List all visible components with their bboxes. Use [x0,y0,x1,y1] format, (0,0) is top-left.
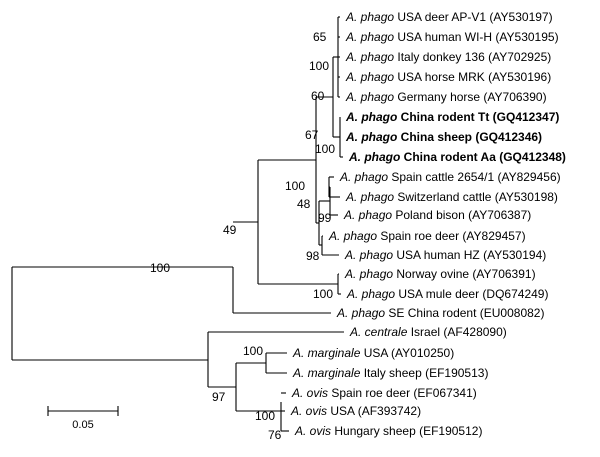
leaf-label-17: A. centrale Israel (AF428090) [349,325,507,339]
leaf-strain-accession: Italy donkey 136 (AY702925) [394,50,551,64]
leaf-strain-accession: USA (AF393742) [327,404,421,418]
leaf-strain-accession: Spain cattle 2654/1 (AY829456) [388,170,561,184]
leaf-strain-accession: USA deer AP-V1 (AY530197) [394,10,553,24]
leaf-species-name: A. phago [345,10,394,24]
leaf-species-name: A. ovis [294,424,331,438]
bootstrap-value: 97 [212,390,226,404]
leaf-label-12: A. phago Spain roe deer (AY829457) [328,229,526,243]
leaf-species-name: A. marginale [292,346,361,360]
leaf-species-name: A. centrale [349,325,408,339]
leaf-strain-accession: Spain roe deer (EF067341) [328,386,477,400]
leaf-label-5: A. phago Germany horse (AY706390) [345,90,547,104]
leaf-species-name: A. phago [345,90,394,104]
leaf-species-name: A. phago [348,150,400,164]
leaf-strain-accession: Germany horse (AY706390) [394,90,547,104]
leaf-species-name: A. phago [339,170,388,184]
leaf-species-name: A. ovis [291,386,328,400]
leaf-label-8: A. phago China rodent Aa (GQ412348) [348,150,566,164]
leaf-label-4: A. phago USA horse MRK (AY530196) [345,70,551,84]
bootstrap-value: 100 [255,409,275,423]
leaf-label-13: A. phago USA human HZ (AY530194) [344,248,546,262]
leaf-label-6: A. phago China rodent Tt (GQ412347) [345,110,559,124]
leaf-strain-accession: Italy sheep (EF190513) [360,366,488,380]
bootstrap-value: 100 [309,59,329,73]
scale-bar-label: 0.05 [72,419,93,431]
leaf-species-name: A. phago [345,190,394,204]
leaf-label-22: A. ovis Hungary sheep (EF190512) [294,424,482,438]
scale-bar: 0.05 [47,406,119,431]
leaf-strain-accession: USA mule deer (DQ674249) [395,287,548,301]
leaf-strain-accession: Israel (AF428090) [407,325,506,339]
leaf-label-16: A. phago SE China rodent (EU008082) [336,306,544,320]
leaf-species-name: A. phago [345,110,397,124]
leaf-label-10: A. phago Switzerland cattle (AY530198) [345,190,558,204]
leaf-strain-accession: Hungary sheep (EF190512) [331,424,482,438]
leaf-species-name: A. phago [336,306,385,320]
bootstrap-value: 100 [243,344,263,358]
leaf-strain-accession: SE China rodent (EU008082) [385,306,544,320]
bootstrap-value: 67 [305,128,319,142]
leaf-strain-accession: USA (AY010250) [360,346,454,360]
bootstrap-value: 60 [311,89,325,103]
leaf-species-name: A. phago [345,30,394,44]
leaf-strain-accession: USA human WI-H (AY530195) [394,30,559,44]
bootstrap-value: 100 [150,261,170,275]
leaf-label-15: A. phago USA mule deer (DQ674249) [346,287,548,301]
leaf-label-19: A. marginale Italy sheep (EF190513) [292,366,488,380]
leaf-species-name: A. phago [345,130,397,144]
bootstrap-value: 65 [313,30,327,44]
leaf-species-name: A. phago [345,50,394,64]
leaf-label-3: A. phago Italy donkey 136 (AY702925) [345,50,551,64]
leaf-species-name: A. phago [328,229,377,243]
leaf-label-1: A. phago USA deer AP-V1 (AY530197) [345,10,553,24]
leaf-label-20: A. ovis Spain roe deer (EF067341) [291,386,477,400]
leaf-label-7: A. phago China sheep (GQ412346) [345,130,542,144]
leaf-label-21: A. ovis USA (AF393742) [290,404,421,418]
bootstrap-value: 100 [315,142,335,156]
bootstrap-value: 100 [285,179,305,193]
leaf-strain-accession: Switzerland cattle (AY530198) [394,190,558,204]
tree-branches [11,16,344,432]
bootstrap-value: 76 [268,428,282,442]
leaf-species-name: A. ovis [290,404,327,418]
leaf-labels: A. phago USA deer AP-V1 (AY530197)A. pha… [290,10,566,438]
leaf-species-name: A. phago [346,287,395,301]
bootstrap-value: 48 [297,197,311,211]
leaf-label-2: A. phago USA human WI-H (AY530195) [345,30,559,44]
leaf-strain-accession: USA horse MRK (AY530196) [394,70,551,84]
leaf-species-name: A. phago [343,208,392,222]
leaf-strain-accession: Spain roe deer (AY829457) [377,229,526,243]
leaf-species-name: A. marginale [292,366,361,380]
bootstrap-value: 100 [313,287,333,301]
bootstrap-value: 49 [223,223,237,237]
leaf-label-9: A. phago Spain cattle 2654/1 (AY829456) [339,170,561,184]
leaf-label-18: A. marginale USA (AY010250) [292,346,454,360]
leaf-strain-accession: China sheep (GQ412346) [397,130,542,144]
leaf-strain-accession: China rodent Tt (GQ412347) [397,110,559,124]
leaf-label-11: A. phago Poland bison (AY706387) [343,208,531,222]
leaf-species-name: A. phago [345,70,394,84]
bootstrap-value: 99 [318,211,332,225]
leaf-strain-accession: Poland bison (AY706387) [392,208,531,222]
leaf-species-name: A. phago [344,267,393,281]
leaf-strain-accession: China rodent Aa (GQ412348) [400,150,566,164]
leaf-species-name: A. phago [344,248,393,262]
leaf-strain-accession: Norway ovine (AY706391) [393,267,536,281]
leaf-strain-accession: USA human HZ (AY530194) [393,248,546,262]
bootstrap-value: 98 [306,249,320,263]
leaf-label-14: A. phago Norway ovine (AY706391) [344,267,536,281]
